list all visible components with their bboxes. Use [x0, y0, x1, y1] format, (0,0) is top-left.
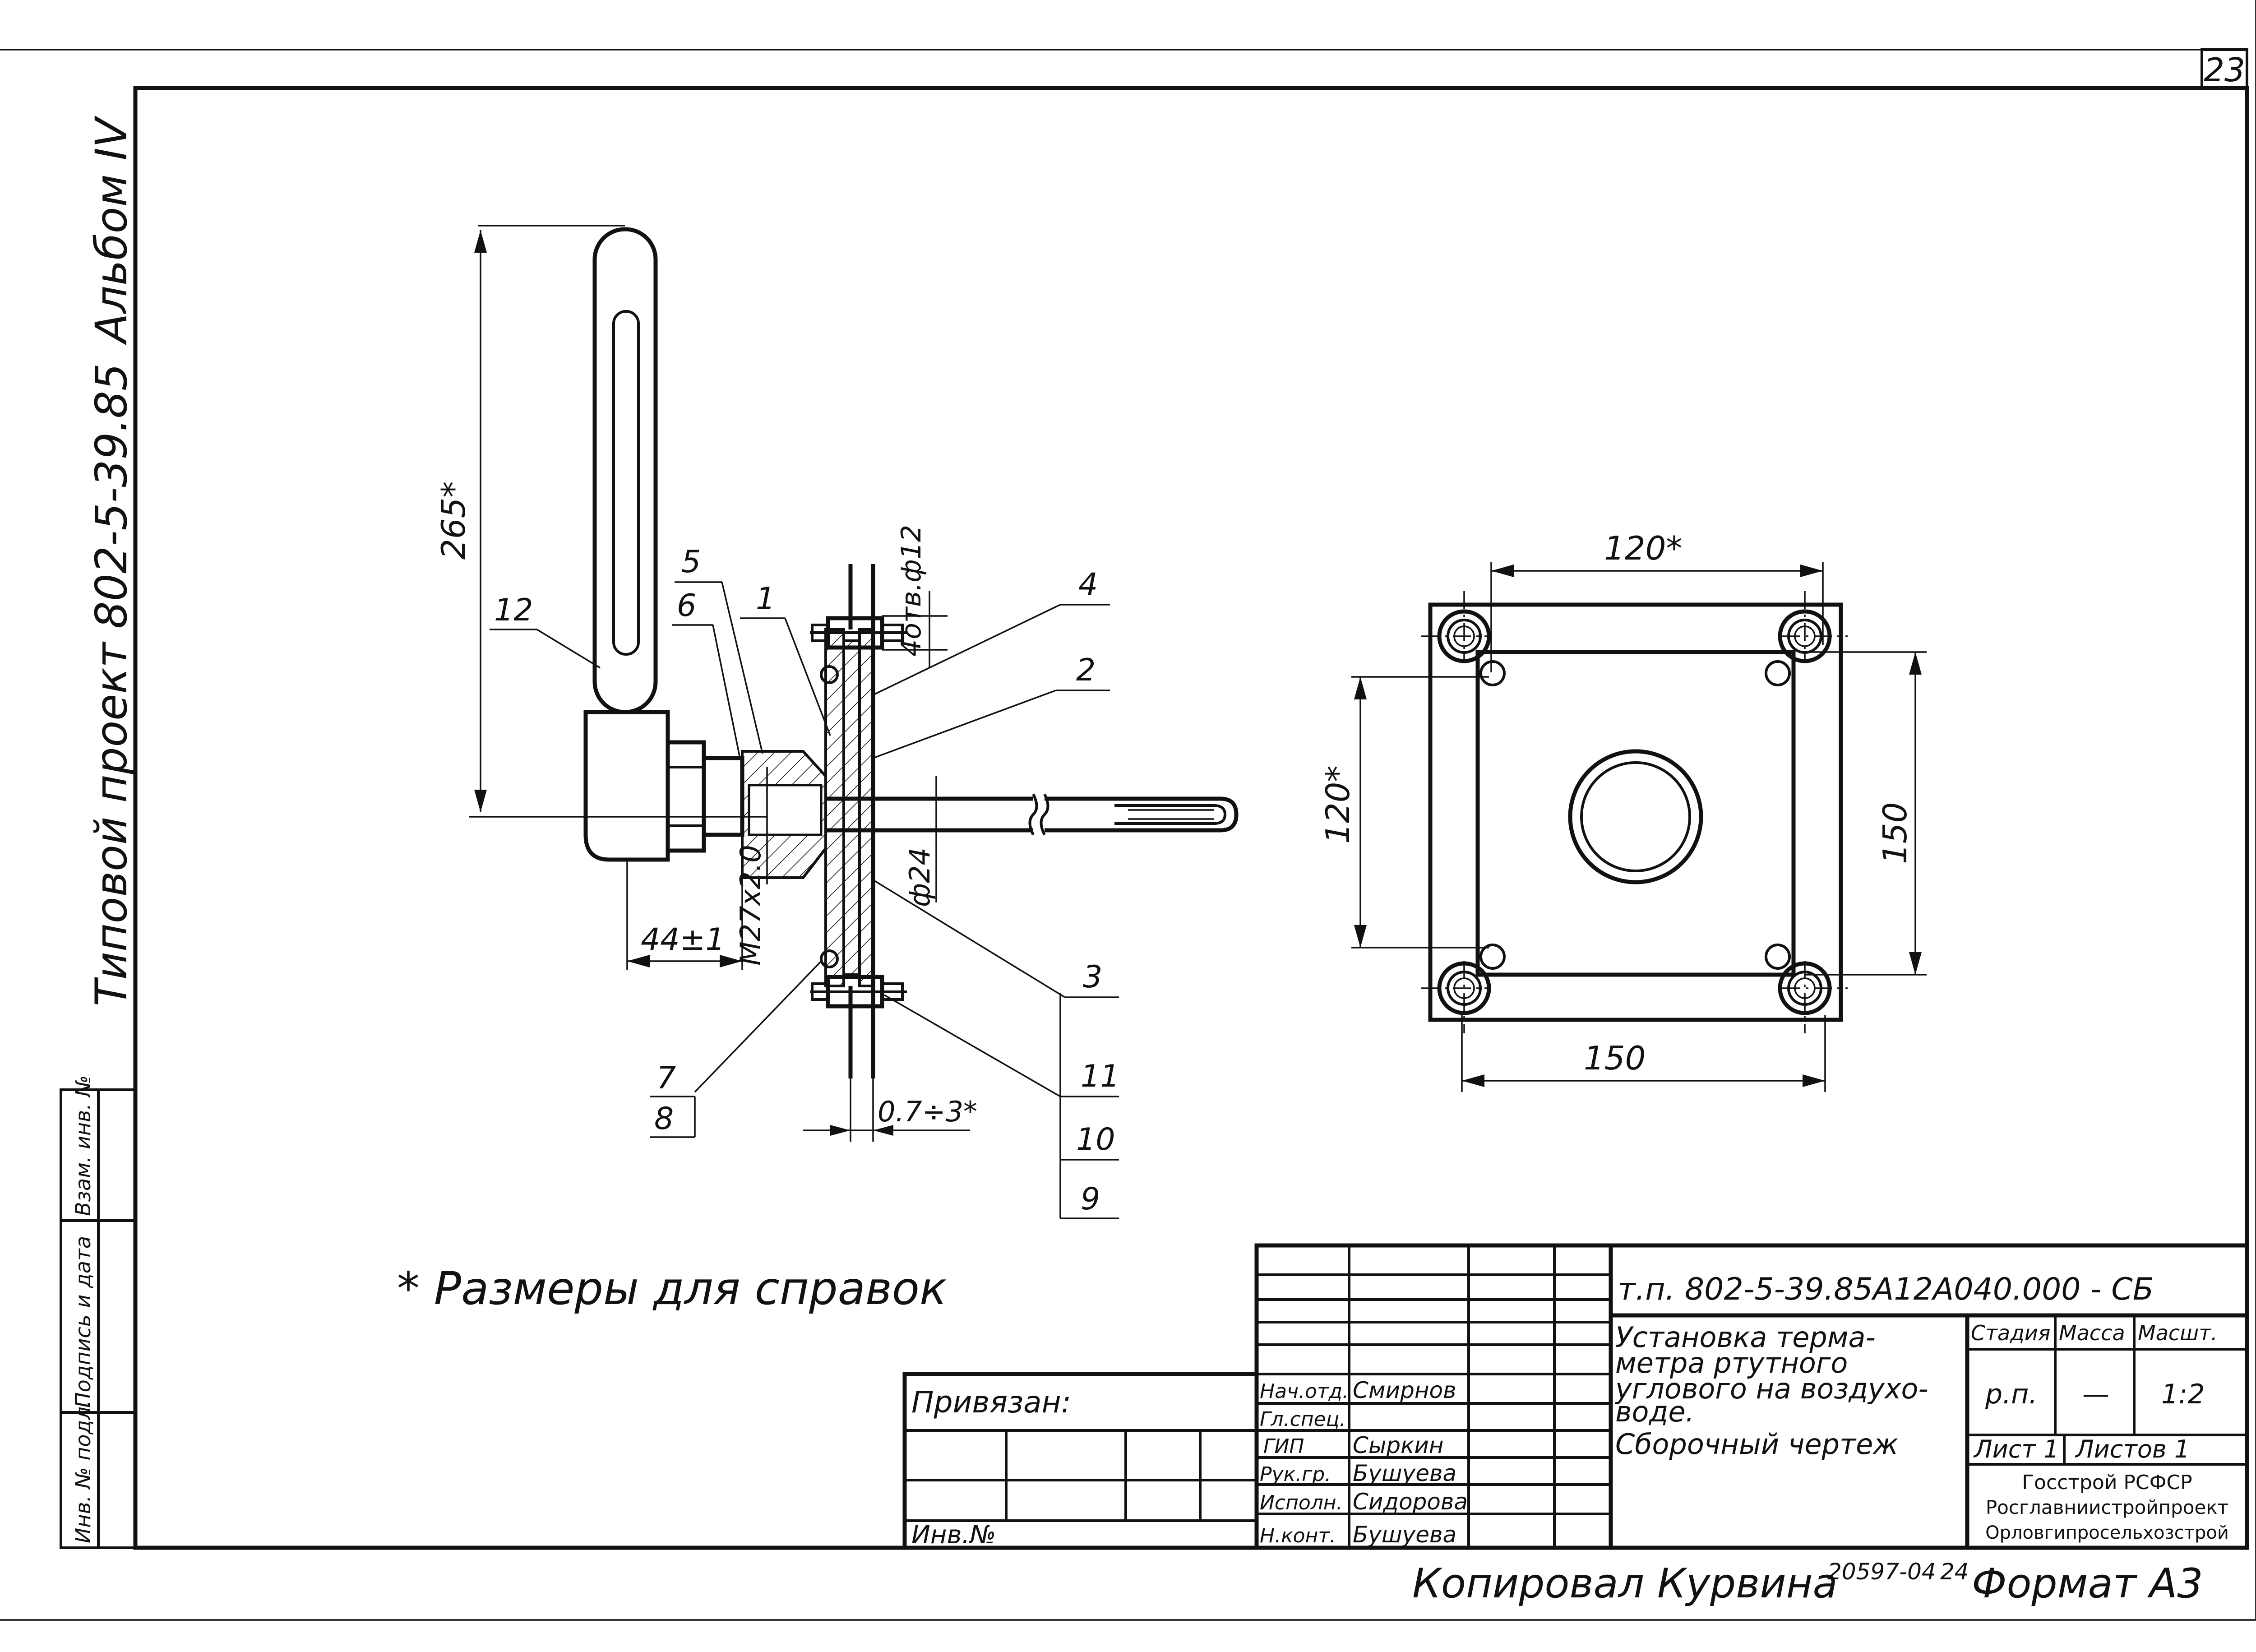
leader-label-1: 1	[756, 581, 775, 617]
dim-bolt-spacing-h: 120*	[1604, 529, 1682, 567]
leader-6: 6	[672, 588, 741, 759]
title-line-1: Установка терма-	[1615, 1321, 1876, 1354]
left-margin: Альбом IV Типовой проект 802-5-39.85 Инв…	[60, 115, 137, 1549]
dim-plate-v: 150	[1876, 802, 1914, 864]
leader-label-12: 12	[494, 592, 533, 628]
role-norm-control: Н.конт.	[1260, 1524, 1336, 1547]
scale-value: 1:2	[2161, 1379, 2205, 1410]
footer: Копировал Курвина 20597-04 24 Формат А3	[1412, 1559, 2203, 1607]
dim-plate-h: 150	[1584, 1039, 1646, 1077]
title-line-2: метра ртутного	[1615, 1347, 1848, 1379]
album-label: Альбом IV	[86, 115, 137, 346]
name-gip: Сыркин	[1353, 1432, 1444, 1458]
org-line-2: Росглавниистройпроект	[1986, 1496, 2228, 1518]
dim-bolt-spacing-v: 120*	[1319, 766, 1357, 844]
leader-label-7: 7	[656, 1060, 676, 1096]
name-executor: Сидорова	[1353, 1489, 1468, 1515]
role-executor: Исполн.	[1260, 1491, 1343, 1514]
role-chief-spec: Гл.спец.	[1260, 1408, 1346, 1431]
org-line-1: Госстрой РСФСР	[2022, 1471, 2192, 1494]
name-head-dept: Смирнов	[1353, 1377, 1456, 1403]
sidebar-inv-no: Инв. № подл.	[71, 1400, 95, 1543]
front-view: 120* 120* 150 150	[1319, 529, 1927, 1092]
dim-pipe-dia: ф24	[903, 847, 936, 907]
paper-format: Формат А3	[1972, 1560, 2203, 1607]
leader-2: 2	[873, 652, 1110, 759]
dim-offset-44: 44±1	[641, 922, 725, 958]
dim-thread: М27х2.0	[734, 845, 767, 966]
leader-1: 1	[740, 581, 831, 736]
reference-note: * Размеры для справок	[397, 1262, 947, 1315]
leader-label-11: 11	[1081, 1059, 1120, 1094]
title-line-4: воде.	[1615, 1395, 1694, 1428]
sidebar-replace-inv: Взам. инв. №	[71, 1075, 95, 1216]
dim-holes: 4отв.ф12	[896, 525, 927, 657]
leader-4: 4	[873, 567, 1110, 696]
dim-wall: 0.7÷3*	[878, 1095, 977, 1128]
signature-grid	[1257, 1245, 1611, 1548]
leader-3: 3	[873, 879, 1119, 998]
title-line-5: Сборочный чертеж	[1615, 1428, 1898, 1461]
org-line-3: Орловгипросельхозстрой	[1985, 1522, 2229, 1543]
order-sheet: 24	[1940, 1559, 1969, 1585]
leader-7-8: 7 8	[650, 960, 822, 1138]
stage-value: р.п.	[1985, 1379, 2037, 1410]
sheet-number: 23	[2204, 51, 2245, 89]
name-norm-control: Бушуева	[1353, 1522, 1456, 1548]
stage-header: Стадия	[1971, 1321, 2050, 1345]
inv-label: Инв.№	[911, 1520, 996, 1550]
leader-label-2: 2	[1076, 652, 1096, 688]
side-view: 265* 44±1 М27х2.0 4отв.ф12 ф24 0.7÷3* 12	[435, 225, 1239, 1219]
leader-12: 12	[490, 592, 601, 669]
sheets-label: Листов 1	[2075, 1435, 2190, 1463]
dim-height-265: 265*	[435, 481, 472, 560]
doc-code: т.п. 802-5-39.85А12А040.000 - СБ	[1618, 1272, 2154, 1307]
copied-by: Копировал Курвина	[1412, 1560, 1838, 1607]
role-gip: ГИП	[1263, 1435, 1304, 1458]
name-group-lead: Бушуева	[1353, 1460, 1456, 1486]
leader-label-8: 8	[654, 1101, 674, 1137]
role-list: Нач.отд. Смирнов Гл.спец. ГИП Сыркин Рук…	[1260, 1377, 1468, 1548]
scale-header: Масшт.	[2138, 1321, 2218, 1345]
role-head-dept: Нач.отд.	[1260, 1380, 1349, 1403]
mass-value: —	[2082, 1379, 2109, 1410]
leader-9-10-11: 11 10 9	[884, 993, 1120, 1219]
title-block: Привязан: Инв.№ Нач.отд. Смирнов Гл.спец…	[902, 1243, 2249, 1550]
leader-label-4: 4	[1078, 567, 1098, 602]
leader-label-6: 6	[677, 588, 696, 624]
role-group-lead: Рук.гр.	[1260, 1463, 1331, 1486]
title-line-3: углового на воздухо-	[1614, 1372, 1928, 1405]
leader-label-10: 10	[1076, 1122, 1115, 1157]
leader-label-9: 9	[1081, 1181, 1100, 1217]
leader-label-5: 5	[681, 544, 701, 580]
leader-5: 5	[675, 544, 763, 754]
bound-label: Привязан:	[911, 1385, 1071, 1420]
project-label: Типовой проект 802-5-39.85	[86, 363, 137, 1006]
sidebar-signature: Подпись и дата	[71, 1236, 95, 1408]
leader-label-3: 3	[1083, 959, 1102, 995]
sheet-label: Лист 1	[1973, 1435, 2059, 1463]
order-number: 20597-04	[1827, 1559, 1936, 1585]
mass-header: Масса	[2059, 1321, 2125, 1345]
